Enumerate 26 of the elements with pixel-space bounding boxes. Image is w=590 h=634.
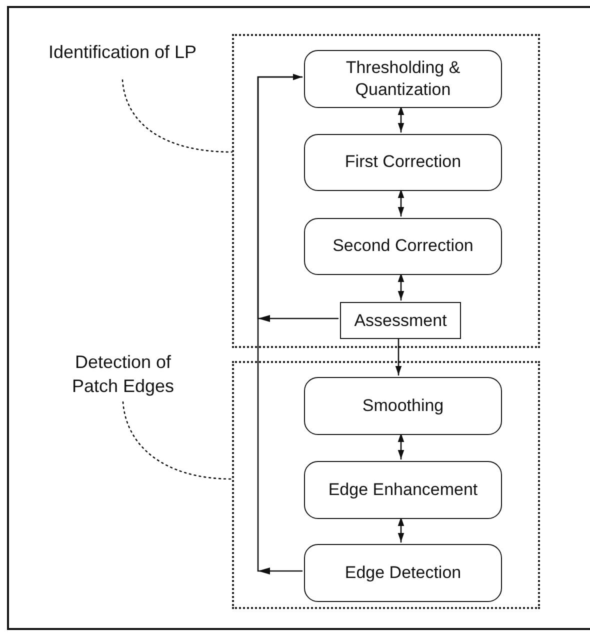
arrow (398, 105, 404, 133)
box-label: Thresholding & Quantization (344, 56, 462, 101)
process-box (304, 50, 502, 108)
box-label: Second Correction (332, 235, 474, 258)
group-frame (232, 361, 540, 609)
annotation-text: Identification of LP (45, 26, 200, 78)
process-box (304, 134, 502, 191)
box-label: Edge Enhancement (328, 478, 478, 501)
arrow (398, 432, 404, 460)
process-box (304, 544, 502, 602)
box-label: Smoothing (362, 394, 444, 417)
leader-line (122, 401, 233, 480)
process-box (304, 218, 502, 275)
arrow (398, 188, 404, 217)
box-label: Assessment (354, 310, 447, 330)
arrow (257, 74, 303, 572)
group-frame (232, 34, 540, 348)
arrow (398, 516, 404, 543)
assessment-box (340, 302, 461, 339)
arrow (398, 272, 404, 301)
annotation-text: Detection of Patch Edges (62, 348, 184, 400)
box-label: Edge Detection (344, 562, 462, 584)
box-label: First Correction (344, 151, 462, 174)
process-box (304, 377, 502, 435)
process-box (304, 461, 502, 519)
leader-line (122, 79, 233, 153)
